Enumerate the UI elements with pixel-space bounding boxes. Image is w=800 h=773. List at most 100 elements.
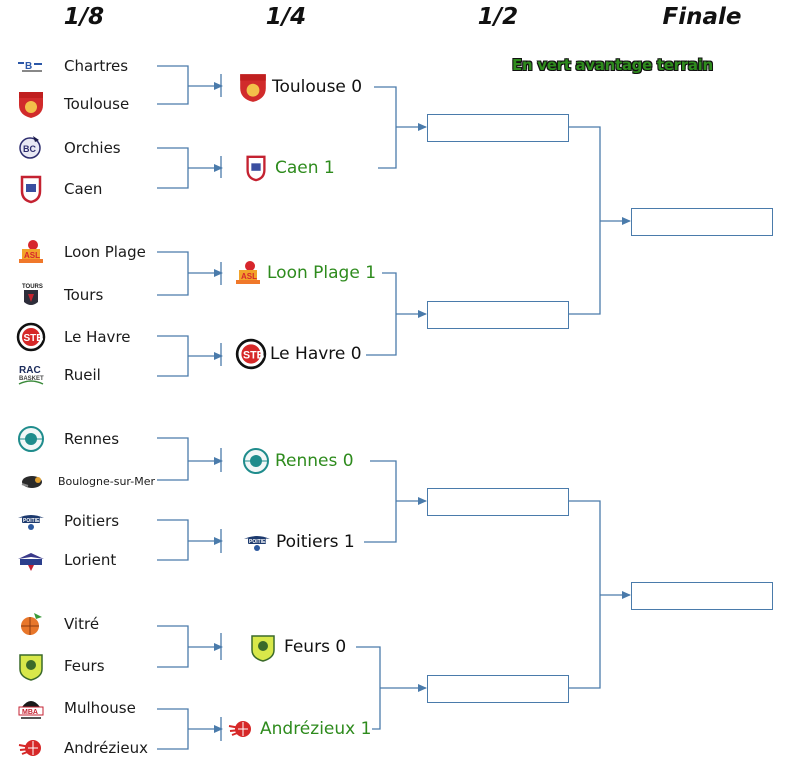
caen-shield-logo bbox=[16, 174, 46, 204]
tours-logo: TOURS bbox=[16, 280, 46, 310]
team-loon-plage: ASL Loon Plage bbox=[16, 237, 146, 267]
bracket-eighth-5 bbox=[157, 437, 223, 481]
team-poitiers: POITIERS Poitiers bbox=[16, 506, 119, 536]
team-lorient: Lorient bbox=[16, 545, 116, 575]
svg-text:ASL: ASL bbox=[241, 272, 257, 281]
round-title-final: Finale bbox=[662, 4, 742, 30]
svg-text:ASL: ASL bbox=[24, 251, 40, 260]
round-title-eighth: 1/8 bbox=[63, 4, 105, 30]
bracket-quarter-2 bbox=[366, 272, 427, 356]
team-caen: Caen bbox=[16, 174, 102, 204]
bracket-eighth-4 bbox=[157, 335, 223, 377]
team-name: Andrézieux bbox=[64, 739, 149, 757]
bracket-eighth-2 bbox=[157, 147, 223, 189]
svg-text:STB: STB bbox=[243, 349, 265, 361]
team-name: Rueil bbox=[64, 366, 101, 384]
rennes-logo bbox=[16, 424, 46, 454]
bracket-quarter-3 bbox=[364, 460, 427, 543]
andrezieux-logo bbox=[224, 712, 258, 746]
rennes-logo bbox=[239, 444, 273, 478]
orchies-bco-logo: BC bbox=[16, 133, 46, 163]
bracket-eighth-7 bbox=[157, 625, 223, 668]
semi-final-slot-3 bbox=[427, 488, 569, 516]
team-mulhouse: MBA Mulhouse bbox=[16, 693, 136, 723]
quarter-final-label: Toulouse 0 bbox=[272, 77, 363, 97]
quarter-final-label: Poitiers 1 bbox=[276, 532, 355, 552]
quarter-final-caen: Caen 1 bbox=[239, 151, 335, 185]
quarter-final-poitiers: POITIERS Poitiers 1 bbox=[240, 525, 355, 559]
bracket-eighth-6 bbox=[157, 519, 223, 561]
team-andrezieux: Andrézieux bbox=[16, 733, 148, 763]
team-name: Tours bbox=[64, 286, 104, 304]
loon-plage-logo: ASL bbox=[16, 237, 46, 267]
semi-final-slot-1 bbox=[427, 114, 569, 142]
quarter-final-loon-plage: ASL Loon Plage 1 bbox=[231, 256, 377, 290]
svg-text:MBA: MBA bbox=[22, 709, 38, 716]
team-tours: TOURS Tours bbox=[16, 280, 103, 310]
quarter-final-feurs: Feurs 0 bbox=[246, 630, 347, 664]
home-advantage-legend: En vert avantage terrain bbox=[512, 56, 713, 74]
quarter-final-label: Andrézieux 1 bbox=[260, 719, 372, 739]
team-name: Loon Plage bbox=[64, 243, 146, 261]
team-chartres: B Chartres bbox=[16, 51, 128, 81]
vitre-logo bbox=[16, 609, 46, 639]
quarter-final-toulouse: Toulouse 0 bbox=[236, 70, 363, 104]
team-name: Feurs bbox=[64, 657, 105, 675]
team-toulouse: Toulouse bbox=[16, 89, 129, 119]
team-orchies: BC Orchies bbox=[16, 133, 121, 163]
feurs-logo bbox=[16, 651, 46, 681]
quarter-final-label: Rennes 0 bbox=[275, 451, 354, 471]
mba-logo: MBA bbox=[16, 693, 46, 723]
team-name: Boulogne-sur-Mer bbox=[58, 474, 155, 488]
final-slot-1 bbox=[631, 208, 773, 236]
bracket-quarter-4 bbox=[356, 646, 427, 730]
team-name: Mulhouse bbox=[64, 699, 136, 717]
final-slot-2 bbox=[631, 582, 773, 610]
quarter-final-label: Loon Plage 1 bbox=[267, 263, 377, 283]
team-le-havre: STB Le Havre bbox=[16, 322, 131, 352]
bracket-quarter-1 bbox=[374, 86, 427, 169]
stb-logo: STB bbox=[234, 337, 268, 371]
poitiers-logo: POITIERS bbox=[240, 525, 274, 559]
boulogne-logo bbox=[16, 466, 46, 496]
quarter-final-le-havre: STB Le Havre 0 bbox=[234, 337, 362, 371]
bracket-eighth-8 bbox=[157, 708, 223, 750]
loon-plage-logo: ASL bbox=[231, 256, 265, 290]
bracket-eighth-3 bbox=[157, 251, 223, 296]
quarter-final-rennes: Rennes 0 bbox=[239, 444, 354, 478]
lorient-logo bbox=[16, 545, 46, 575]
svg-text:STB: STB bbox=[24, 333, 44, 344]
team-rennes: Rennes bbox=[16, 424, 119, 454]
team-name: Lorient bbox=[64, 551, 117, 569]
quarter-final-label: Feurs 0 bbox=[284, 637, 347, 657]
team-name: Vitré bbox=[64, 615, 100, 633]
feurs-logo bbox=[246, 630, 280, 664]
svg-text:BASKET: BASKET bbox=[19, 376, 44, 382]
round-title-semi: 1/2 bbox=[477, 4, 519, 30]
toulouse-shield-logo bbox=[236, 70, 270, 104]
svg-text:B: B bbox=[25, 61, 32, 72]
team-vitre: Vitré bbox=[16, 609, 99, 639]
andrezieux-logo bbox=[16, 733, 46, 763]
svg-text:RAC: RAC bbox=[19, 365, 41, 376]
svg-text:BC: BC bbox=[23, 144, 36, 154]
semi-final-slot-4 bbox=[427, 675, 569, 703]
quarter-final-label: Le Havre 0 bbox=[270, 344, 362, 364]
team-name: Caen bbox=[64, 180, 103, 198]
team-name: Poitiers bbox=[64, 512, 120, 530]
svg-text:TOURS: TOURS bbox=[22, 284, 43, 290]
semi-final-slot-2 bbox=[427, 301, 569, 329]
team-name: Le Havre bbox=[64, 328, 131, 346]
bracket-semi-2 bbox=[568, 500, 631, 689]
round-title-quarter: 1/4 bbox=[265, 4, 307, 30]
bracket-eighth-1 bbox=[157, 65, 223, 105]
chartres-basket-logo: B bbox=[16, 51, 46, 81]
quarter-final-andrezieux: Andrézieux 1 bbox=[224, 712, 372, 746]
svg-text:POITIERS: POITIERS bbox=[23, 518, 46, 524]
svg-text:POITIERS: POITIERS bbox=[249, 539, 273, 545]
team-name: Orchies bbox=[64, 139, 121, 157]
team-name: Toulouse bbox=[64, 95, 130, 113]
bracket-semi-1 bbox=[568, 126, 631, 315]
